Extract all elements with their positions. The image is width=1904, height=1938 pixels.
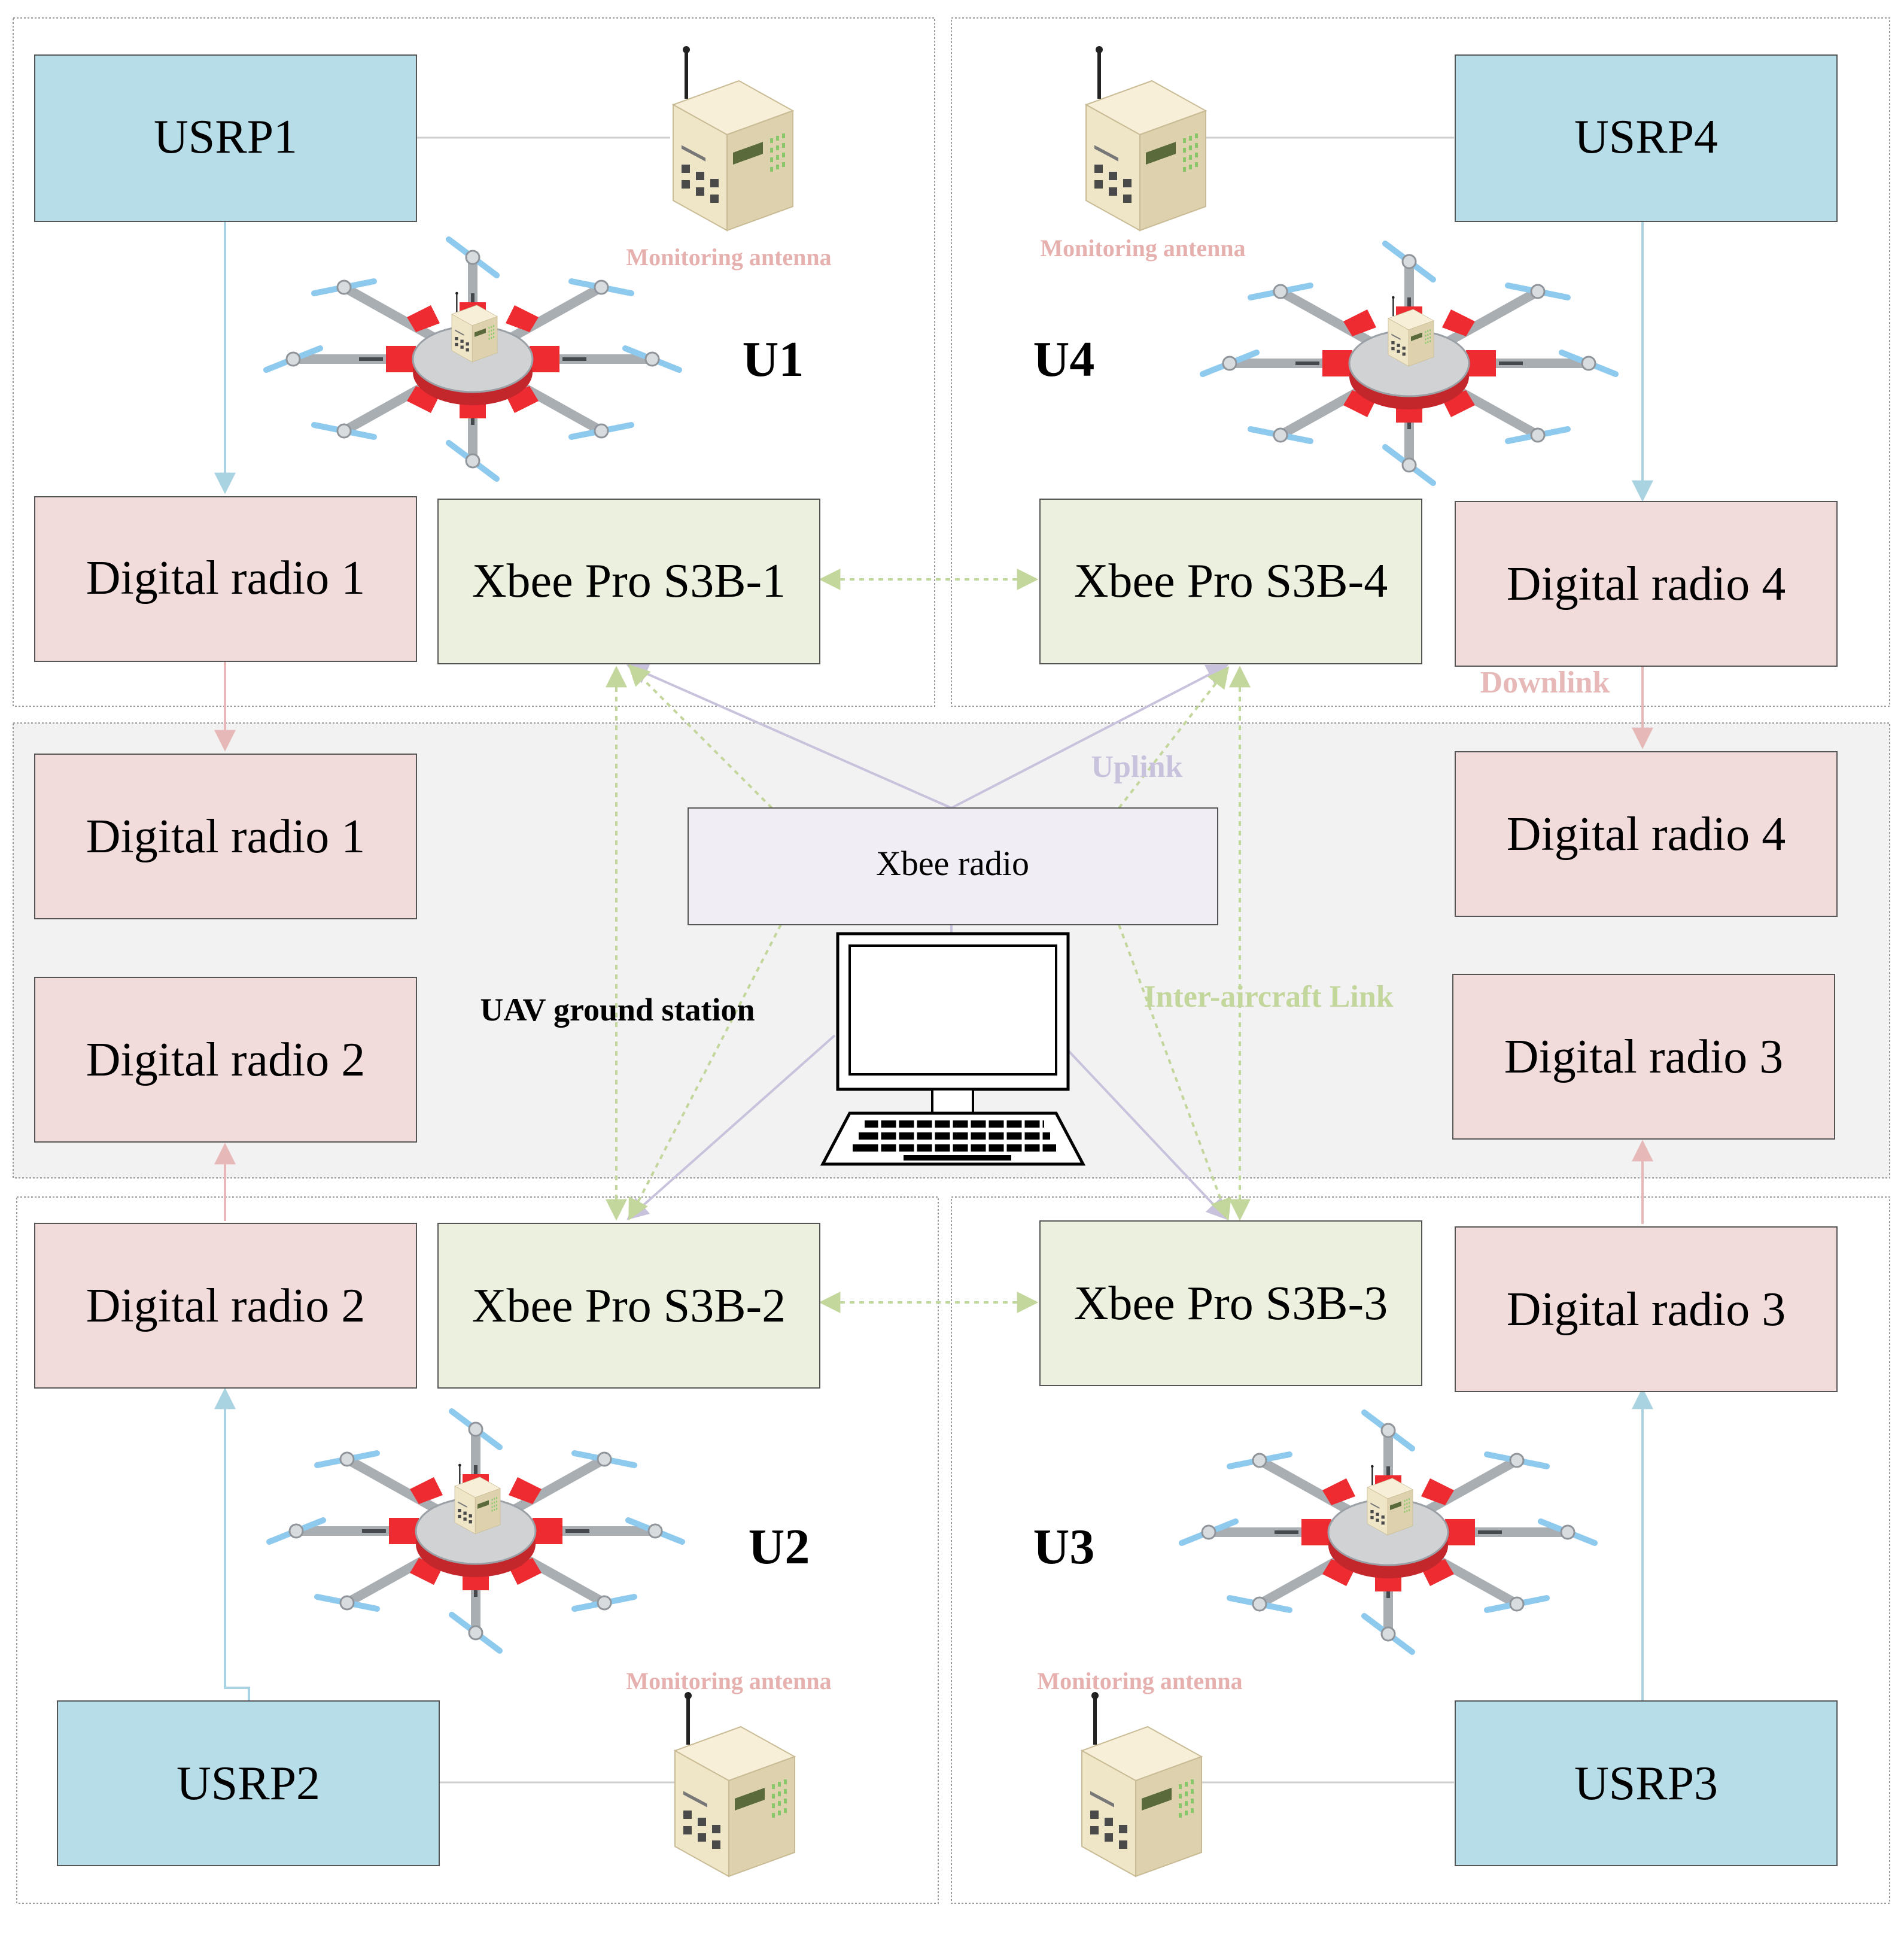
ground-digital-radio-3-box: [1452, 974, 1835, 1140]
ground-digital-radio-4-box: [1455, 751, 1838, 917]
ground-station-title: UAV ground station: [480, 992, 755, 1028]
ground-digital-radio-1-box: [34, 754, 417, 919]
unit-u1: USRP1 Monitoring antenna U1 Digital radi…: [34, 46, 832, 664]
usrp3-box: [1455, 1700, 1838, 1866]
computer-icon: [820, 932, 1086, 1166]
ground-digital-radio-2-label: Digital radio 2: [86, 1034, 366, 1086]
usrp2-box: [57, 1700, 440, 1866]
digital-radio-2-label: Digital radio 2: [86, 1280, 366, 1332]
ground-digital-radio-3-label: Digital radio 3: [1504, 1031, 1784, 1083]
xbee-pro-s3b-3-label: Xbee Pro S3B-3: [1074, 1277, 1388, 1330]
usrp2-label: USRP2: [177, 1757, 320, 1810]
usrp4-label: USRP4: [1574, 111, 1718, 163]
unit-u3-label: U3: [1033, 1519, 1095, 1575]
digital-radio-2-box: [34, 1223, 417, 1389]
xbee-radio-box: [688, 807, 1218, 925]
monitoring-antenna-label: Monitoring antenna: [1037, 1667, 1242, 1694]
monitoring-antenna-label: Monitoring antenna: [626, 1667, 831, 1694]
xbee-pro-s3b-3-box: [1039, 1220, 1422, 1386]
ground-station: Digital radio 1 Digital radio 2 Digital …: [34, 751, 1838, 1166]
digital-radio-3-label: Digital radio 3: [1507, 1283, 1786, 1336]
unit-u3: Xbee Pro S3B-3 Digital radio 3 U3 Monito…: [1033, 1220, 1838, 1876]
monitoring-antenna-label: Monitoring antenna: [626, 244, 831, 271]
xbee-pro-s3b-1-label: Xbee Pro S3B-1: [472, 555, 786, 607]
xbee-radio-label: Xbee radio: [876, 844, 1029, 883]
uplink-label: Uplink: [1091, 750, 1182, 784]
unit-u1-label: U1: [743, 332, 804, 387]
downlink-label: Downlink: [1480, 666, 1610, 700]
ground-digital-radio-1-label: Digital radio 1: [86, 810, 366, 863]
digital-radio-1-label: Digital radio 1: [86, 552, 366, 605]
unit-u4: USRP4 Monitoring antenna U4 Digital radi…: [1033, 46, 1838, 667]
monitoring-antenna-label: Monitoring antenna: [1040, 235, 1245, 262]
usrp4-box: [1455, 54, 1838, 222]
usrp1-label: USRP1: [154, 111, 297, 163]
usrp1-box: [34, 54, 417, 222]
xbee-pro-s3b-1-box: [437, 499, 820, 664]
unit-u4-label: U4: [1033, 332, 1095, 387]
ground-digital-radio-2-box: [34, 977, 417, 1143]
xbee-pro-s3b-2-box: [437, 1223, 820, 1389]
ground-digital-radio-4-label: Digital radio 4: [1507, 808, 1786, 861]
xbee-pro-s3b-2-label: Xbee Pro S3B-2: [472, 1280, 786, 1332]
unit-u2: Digital radio 2 Xbee Pro S3B-2 U2 Monito…: [34, 1223, 832, 1876]
digital-radio-4-box: [1455, 501, 1838, 667]
xbee-pro-s3b-4-box: [1039, 499, 1422, 664]
digital-radio-3-box: [1455, 1226, 1838, 1392]
digital-radio-4-label: Digital radio 4: [1507, 558, 1786, 610]
digital-radio-1-box: [34, 496, 417, 662]
usrp3-label: USRP3: [1574, 1757, 1718, 1810]
xbee-pro-s3b-4-label: Xbee Pro S3B-4: [1074, 555, 1388, 607]
unit-u2-label: U2: [749, 1519, 810, 1575]
inter-aircraft-link-label: Inter-aircraft Link: [1143, 980, 1393, 1014]
